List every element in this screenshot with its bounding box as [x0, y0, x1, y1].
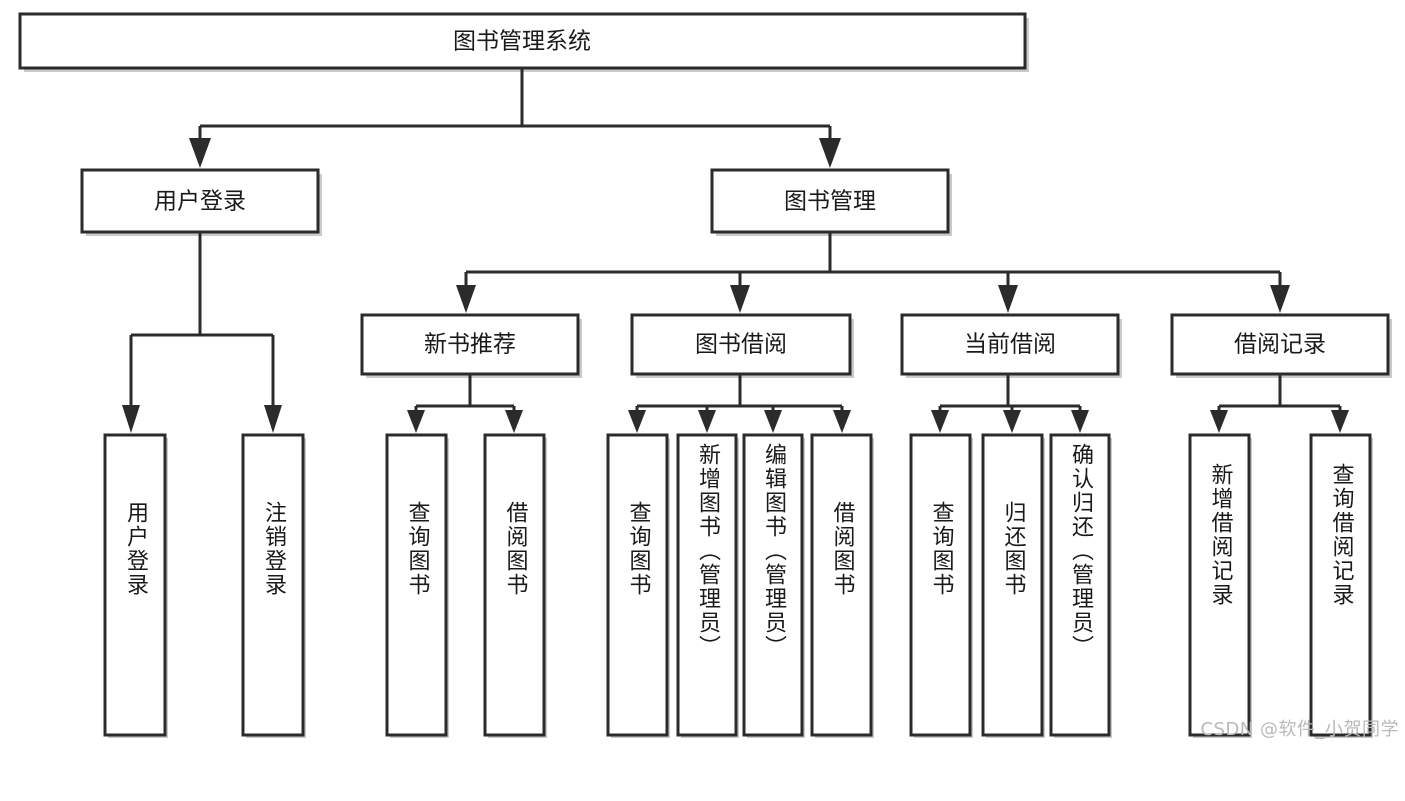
node-box-new-book-recommend[interactable] [360, 313, 580, 376]
label-user-login: 用户登录 [154, 189, 246, 215]
node-box-book-management[interactable] [710, 168, 950, 234]
node-box-root[interactable] [18, 12, 1027, 70]
arrow-head-rec-borrow [505, 410, 523, 433]
node-box-leaf-br-add-record[interactable] [1188, 433, 1251, 737]
arrow-head-leaf-user-logout [264, 405, 282, 433]
node-box-borrow-record[interactable] [1170, 313, 1390, 376]
diagram-canvas: 图书管理系统 用户登录 图书管理 新书推荐 图书借阅 当前借阅 借阅记录 [18, 12, 1392, 738]
node-box-leaf-user-logout[interactable] [241, 433, 305, 737]
node-box-leaf-cb-confirm-return[interactable] [1049, 433, 1111, 737]
arrow-head-bb-query [628, 410, 646, 433]
label-book-management: 图书管理 [784, 189, 876, 215]
hierarchy-diagram: 图书管理系统 用户登录 图书管理 新书推荐 图书借阅 当前借阅 借阅记录 用户登… [18, 12, 1399, 740]
arrow-head-user-login [189, 138, 211, 168]
node-box-leaf-user-login[interactable] [103, 433, 167, 737]
arrow-head-bb-add [698, 410, 716, 433]
label-book-borrow: 图书借阅 [695, 332, 787, 358]
node-box-book-borrow[interactable] [630, 313, 852, 376]
node-box-leaf-cb-query-book[interactable] [909, 433, 972, 737]
node-box-leaf-bb-borrow-book[interactable] [810, 433, 873, 737]
arrow-head-br-query [1331, 410, 1349, 433]
arrow-head-cb-confirm [1071, 410, 1089, 433]
node-label-layer: 图书管理系统 用户登录 图书管理 新书推荐 图书借阅 当前借阅 借阅记录 [154, 29, 1326, 358]
arrow-head-new-book-rec [456, 285, 476, 313]
arrow-head-bb-edit [764, 410, 782, 433]
node-box-user-login[interactable] [80, 168, 320, 234]
connector-layer [122, 68, 1349, 433]
node-box-leaf-bb-add-book[interactable] [676, 433, 738, 737]
label-new-book-recommend: 新书推荐 [424, 332, 516, 358]
label-root: 图书管理系统 [453, 29, 591, 55]
arrow-head-bb-borrow [833, 410, 851, 433]
node-box-leaf-rec-borrow-book[interactable] [483, 433, 546, 737]
arrow-head-current-borrow [998, 285, 1018, 313]
arrow-head-cb-query [931, 410, 949, 433]
node-box-leaf-br-query-record[interactable] [1309, 433, 1372, 737]
node-box-leaf-bb-edit-book[interactable] [742, 433, 804, 737]
arrow-head-br-add [1210, 410, 1228, 433]
arrow-head-book-borrow [730, 285, 750, 313]
label-current-borrow: 当前借阅 [964, 332, 1056, 358]
arrow-head-rec-query [407, 410, 425, 433]
node-box-current-borrow[interactable] [900, 313, 1120, 376]
node-box-leaf-rec-query-book[interactable] [385, 433, 448, 737]
node-box-layer [18, 12, 1390, 737]
arrow-head-cb-return [1003, 410, 1021, 433]
node-box-leaf-cb-return-book[interactable] [981, 433, 1044, 737]
label-borrow-record: 借阅记录 [1234, 332, 1326, 358]
arrow-head-leaf-user-login [122, 405, 140, 433]
arrow-head-borrow-record [1270, 285, 1290, 313]
arrow-head-book-mgmt [819, 138, 841, 168]
node-box-leaf-bb-query-book[interactable] [606, 433, 669, 737]
